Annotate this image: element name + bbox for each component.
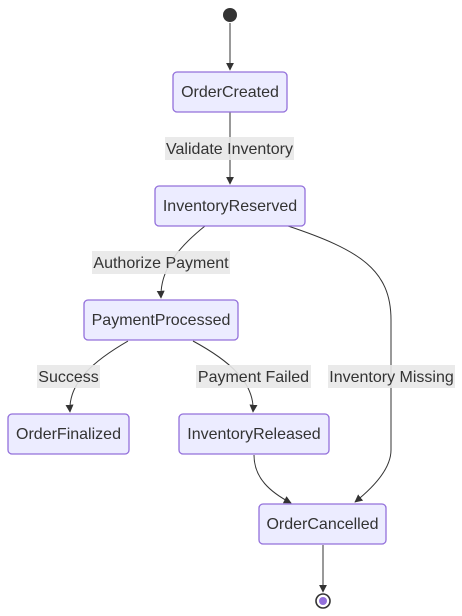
state-order-cancelled-label: OrderCancelled: [266, 516, 378, 533]
transition-label-payment-failed: Payment Failed: [196, 365, 311, 388]
state-order-cancelled[interactable]: OrderCancelled: [258, 503, 387, 545]
state-order-finalized-label: OrderFinalized: [16, 426, 121, 443]
state-inventory-reserved-label: InventoryReserved: [163, 198, 297, 215]
svg-text:Inventory Missing: Inventory Missing: [329, 369, 454, 386]
transition-label-validate-inventory: Validate Inventory: [165, 137, 294, 160]
transition-label-authorize-payment: Authorize Payment: [92, 251, 230, 274]
state-inventory-reserved[interactable]: InventoryReserved: [154, 185, 306, 227]
state-order-finalized[interactable]: OrderFinalized: [7, 413, 130, 455]
svg-text:Success: Success: [38, 369, 98, 386]
start-node: [223, 8, 237, 22]
state-payment-processed-label: PaymentProcessed: [92, 312, 231, 329]
state-inventory-released[interactable]: InventoryReleased: [178, 413, 330, 455]
svg-text:Validate Inventory: Validate Inventory: [166, 141, 293, 158]
svg-text:Payment Failed: Payment Failed: [198, 369, 309, 386]
end-node: [315, 593, 331, 609]
state-order-created-label: OrderCreated: [181, 84, 279, 101]
edge-inventory-reserved-to-order-cancelled: [287, 225, 392, 503]
state-payment-processed[interactable]: PaymentProcessed: [83, 299, 239, 341]
edge-inventory-released-to-order-cancelled: [253, 454, 292, 504]
transition-label-inventory-missing: Inventory Missing: [328, 365, 455, 388]
state-inventory-released-label: InventoryReleased: [187, 426, 320, 443]
state-order-created[interactable]: OrderCreated: [172, 71, 288, 113]
transition-label-success: Success: [37, 365, 100, 388]
svg-text:Authorize Payment: Authorize Payment: [93, 255, 229, 272]
